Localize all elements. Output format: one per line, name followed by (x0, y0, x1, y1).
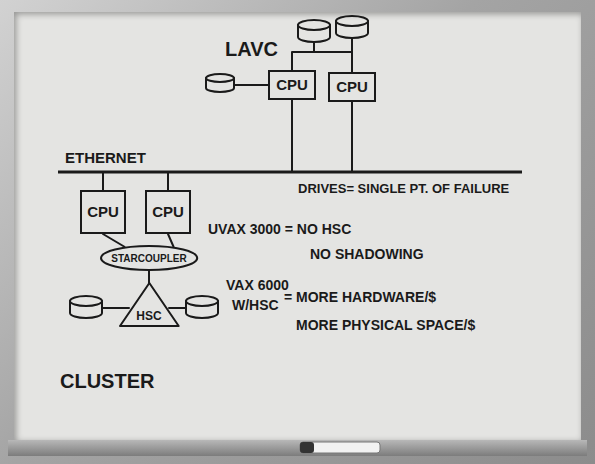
connector-line (103, 234, 124, 247)
node-text: CPU (336, 79, 368, 96)
board-note: LAVC (225, 38, 278, 60)
cpu-box: CPU (268, 70, 316, 100)
connector-line (148, 271, 150, 283)
board-note: ETHERNET (65, 150, 146, 167)
disk-wire (169, 307, 186, 309)
marker (300, 442, 380, 453)
cpu-box: CPU (145, 190, 191, 234)
disk-wire (102, 307, 129, 309)
connector-line (168, 234, 174, 247)
node-text: CPU (276, 77, 308, 94)
board-note: VAX 6000 (226, 278, 289, 293)
board-note: = MORE HARDWARE/$ (284, 290, 436, 305)
disk-body (70, 301, 102, 318)
marker-cap (300, 442, 314, 453)
board-note: MORE PHYSICAL SPACE/$ (296, 318, 475, 333)
disk-body (186, 301, 218, 318)
ethernet-drop (103, 100, 352, 190)
disk-top (206, 74, 234, 82)
board-note: UVAX 3000 = NO HSC (208, 222, 351, 237)
marker-tray (8, 440, 587, 456)
connector (103, 234, 124, 247)
starcoupler-ellipse: STARCOUPLER (100, 245, 198, 271)
connector (168, 234, 174, 247)
disk-top (336, 16, 368, 26)
node-text: CPU (87, 204, 119, 221)
disk-top (186, 296, 218, 306)
board-note: NO SHADOWING (310, 247, 424, 262)
disk-body (206, 78, 234, 92)
disk-body (336, 21, 368, 38)
cpu-box: CPU (80, 190, 126, 234)
disk-wire (234, 84, 268, 86)
ethernet-bus (58, 171, 522, 174)
disk-top (298, 20, 330, 30)
node-text: HSC (136, 310, 161, 323)
cpu-box: CPU (328, 72, 376, 102)
board-note: W/HSC (232, 298, 279, 313)
node-text: CPU (152, 204, 184, 221)
disk-body (298, 25, 330, 42)
board-note: CLUSTER (60, 370, 154, 392)
connector (149, 271, 150, 283)
disk-top (70, 296, 102, 306)
disk-wire (292, 38, 352, 72)
node-text: STARCOUPLER (111, 253, 186, 264)
board-note: DRIVES= SINGLE PT. OF FAILURE (298, 182, 509, 196)
hsc-triangle: HSC (119, 282, 180, 327)
